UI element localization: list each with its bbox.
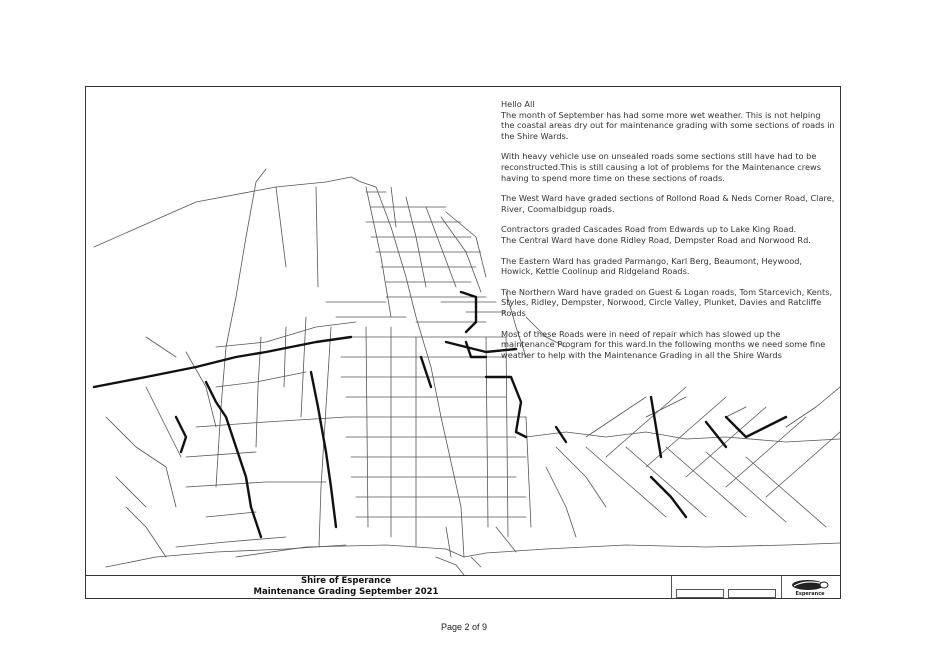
notes-paragraph-repairs: Most of these Roads were in need of repa… [501,328,826,360]
map-title: Shire of Esperance Maintenance Grading S… [246,576,446,598]
notes-paragraph-weather: The month of September has had some more… [501,109,835,141]
shire-logo-icon: Esperance [792,580,829,597]
title-block-divider [671,576,672,598]
logo-text: Esperance [795,591,825,597]
title-block-field [728,589,776,598]
map-title-shire: Shire of Esperance [301,576,391,586]
map-title-subject: Maintenance Grading September 2021 [253,587,439,597]
notes-greeting: Hello All [501,99,535,109]
notes-paragraph-eastern-ward: The Eastern Ward has graded Parmango, Ka… [501,255,803,277]
title-block-field [676,589,724,598]
title-block-divider [781,576,782,598]
road-map [92,168,840,576]
notes-paragraph-heavy-vehicles: With heavy vehicle use on unsealed roads… [501,151,821,183]
notes-paragraph-northern-ward: The Northern Ward have graded on Guest &… [501,286,833,318]
maintenance-notes: Hello All The month of September has had… [501,99,836,370]
notes-paragraph-contractors-central-ward: Contractors graded Cascades Road from Ed… [501,224,811,245]
page-number: Page 2 of 9 [440,622,488,632]
map-frame: Hello All The month of September has had… [85,86,841,599]
notes-paragraph-west-ward: The West Ward have graded sections of Ro… [501,193,835,214]
map-title-block: Shire of Esperance Maintenance Grading S… [86,575,840,598]
